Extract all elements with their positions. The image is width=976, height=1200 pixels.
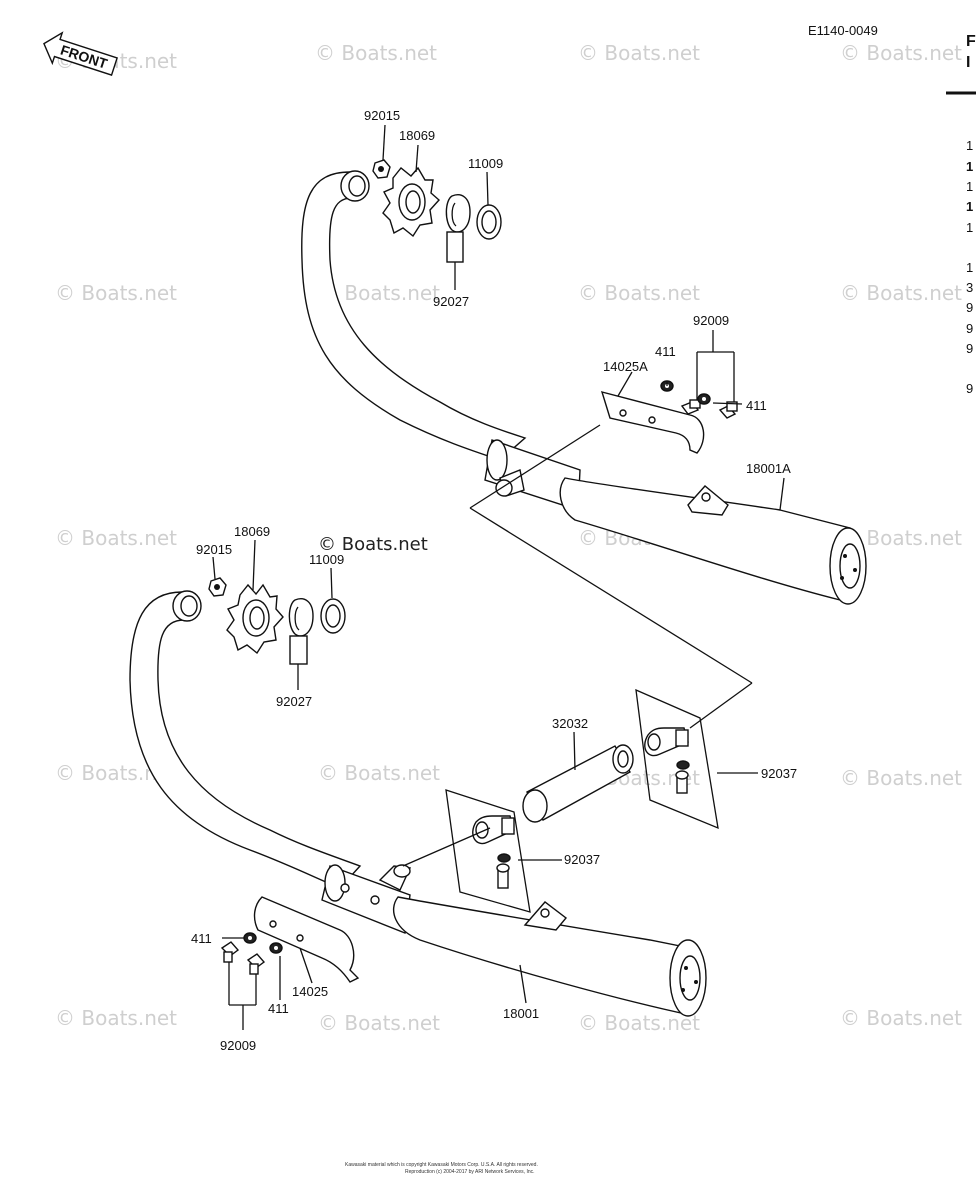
part-label-92037: 92037	[761, 766, 797, 781]
part-label-11009: 11009	[468, 156, 503, 171]
part-label-92037: 92037	[564, 852, 600, 867]
right-edge-item: 9	[966, 300, 973, 315]
part-labels: 92015 18069 11009 92027 92009 411 14025A…	[191, 108, 797, 1053]
clamp-92037-middle	[445, 789, 531, 913]
copyright-line: Reproduction (c) 2004-2017 by ARI Networ…	[405, 1169, 535, 1175]
right-edge-item: 1	[966, 159, 973, 174]
right-edge-item: 1	[966, 138, 973, 153]
watermark: © Boats.net	[55, 281, 177, 305]
watermark: © Boats.net	[55, 1006, 177, 1030]
watermark: © Boats.net	[318, 761, 440, 785]
part-label-92015: 92015	[196, 542, 232, 557]
watermark: © Boats.net	[840, 766, 962, 790]
part-label-32032: 32032	[552, 716, 588, 731]
upper-flange-18069	[382, 166, 440, 238]
lower-washers-411	[243, 932, 283, 954]
lower-nut-92015	[208, 577, 227, 597]
upper-washers-411	[660, 380, 711, 405]
watermark-dark: © Boats.net	[318, 534, 428, 555]
part-label-411: 411	[268, 1001, 289, 1016]
part-label-92027: 92027	[433, 294, 469, 309]
watermark: © Boats.net	[840, 281, 962, 305]
watermark: © Boats.net	[318, 1011, 440, 1035]
part-label-14025A: 14025A	[603, 359, 648, 374]
part-label-18069: 18069	[399, 128, 435, 143]
watermark: © Boats.net	[578, 41, 700, 65]
copyright-line: Kawasaki material which is copyright Kaw…	[345, 1162, 538, 1168]
watermark: © Boats.net	[55, 526, 177, 550]
part-label-411: 411	[655, 344, 676, 359]
part-label-411: 411	[746, 398, 767, 413]
right-edge-item: 3	[966, 280, 973, 295]
watermark: © Boats.net	[840, 1006, 962, 1030]
right-edge-item: 1	[966, 179, 973, 194]
right-edge-panel: F I 1 1 1 1 1 1 3 9 9 9 9	[946, 33, 976, 396]
right-edge-item: 9	[966, 381, 973, 396]
part-label-11009: 11009	[309, 552, 344, 567]
front-arrow: FRONT	[43, 31, 118, 76]
part-label-18001A: 18001A	[746, 461, 791, 476]
right-edge-item: 9	[966, 321, 973, 336]
part-label-18069: 18069	[234, 524, 270, 539]
watermark: © Boats.net	[840, 41, 962, 65]
lower-flange-18069	[226, 583, 284, 655]
lower-exhaust-pipe-18001	[129, 590, 707, 1017]
right-edge-item: 9	[966, 341, 973, 356]
upper-heat-cover-14025A	[600, 391, 705, 454]
right-edge-header: F	[966, 33, 976, 50]
leader-lines	[212, 124, 785, 1030]
upper-bolts-92009	[680, 399, 738, 419]
right-edge-item: 1	[966, 260, 973, 275]
upper-exhaust-pipe-18001A	[301, 170, 867, 605]
part-label-18001: 18001	[503, 1006, 539, 1021]
connector-pipe-32032	[522, 744, 634, 823]
part-label-92009: 92009	[220, 1038, 256, 1053]
lower-heat-cover-14025	[253, 896, 360, 983]
upper-gasket-11009	[476, 204, 502, 240]
watermark: © Boats.net	[315, 41, 437, 65]
watermark: © Boats.net	[578, 1011, 700, 1035]
lower-split-keeper-92027	[288, 598, 314, 665]
clamp-92037-right	[635, 688, 719, 830]
lower-bolts-92009	[220, 941, 266, 975]
watermark-layer: © Boats.net © Boats.net © Boats.net © Bo…	[55, 41, 962, 1035]
upper-split-keeper-92027	[445, 194, 471, 263]
part-label-92015: 92015	[364, 108, 400, 123]
part-label-14025: 14025	[292, 984, 328, 999]
right-edge-header: I	[966, 54, 970, 71]
lower-gasket-11009	[320, 598, 346, 634]
upper-nut-92015	[372, 159, 391, 179]
diagram-code: E1140-0049	[808, 23, 878, 38]
watermark: © Boats.net	[578, 281, 700, 305]
part-label-92027: 92027	[276, 694, 312, 709]
part-label-92009: 92009	[693, 313, 729, 328]
right-edge-item: 1	[966, 220, 973, 235]
right-edge-item: 1	[966, 199, 973, 214]
connection-lines	[402, 424, 753, 867]
part-label-411: 411	[191, 931, 212, 946]
